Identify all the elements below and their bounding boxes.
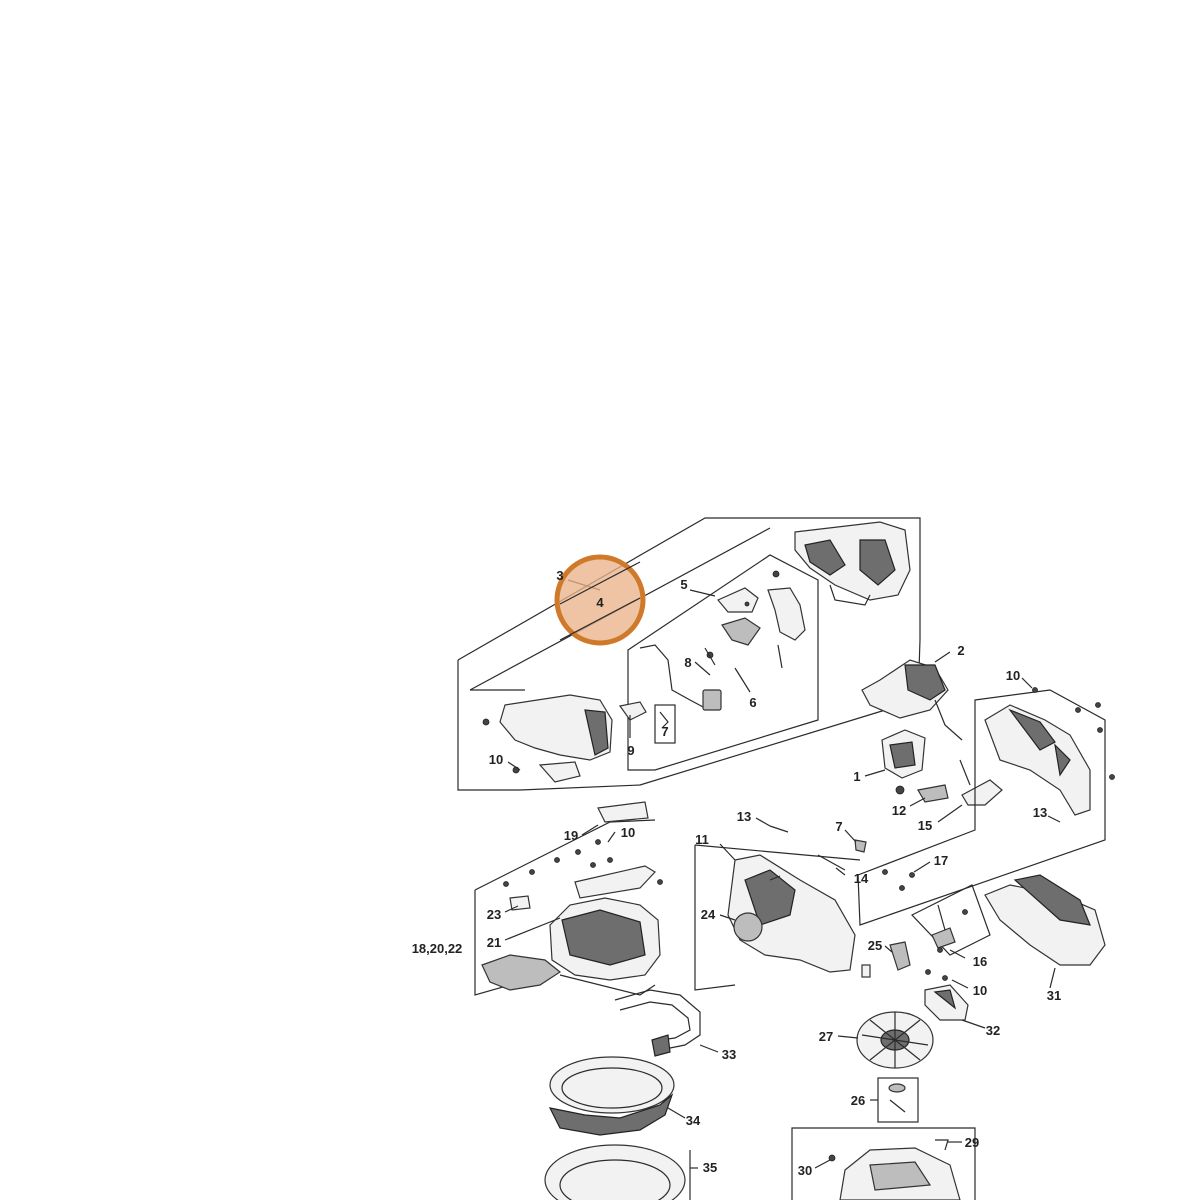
switch-with-cable[interactable] [639, 644, 783, 711]
top-cover-part[interactable] [984, 874, 1106, 966]
bracket-part[interactable] [924, 984, 969, 1021]
part-label-5[interactable]: 5 [680, 577, 687, 592]
collection-ring-part[interactable] [548, 1056, 675, 1136]
part-label-16[interactable]: 16 [973, 954, 987, 969]
part-label-18-20-22[interactable]: 18,20,22 [412, 941, 463, 956]
part-label-14[interactable]: 14 [854, 871, 869, 886]
handle-housing-part[interactable] [794, 521, 911, 606]
selected-part-highlight[interactable]: 4 [554, 554, 646, 646]
part-label-25[interactable]: 25 [868, 938, 882, 953]
brush-holder-box[interactable] [911, 884, 991, 981]
part-label-10b[interactable]: 10 [1006, 668, 1020, 683]
part-label-13a[interactable]: 13 [737, 809, 751, 824]
part-label-27[interactable]: 27 [819, 1029, 833, 1044]
part-label-3[interactable]: 3 [556, 568, 563, 583]
part-label-35[interactable]: 35 [703, 1160, 717, 1175]
right-housing-panel[interactable] [857, 687, 1115, 926]
part-label-1[interactable]: 1 [853, 769, 860, 784]
part-label-10c[interactable]: 10 [621, 825, 635, 840]
part-label-11[interactable]: 11 [695, 832, 709, 847]
part-label-19[interactable]: 19 [564, 828, 578, 843]
part-label-33[interactable]: 33 [722, 1047, 736, 1062]
part-label-10a[interactable]: 10 [489, 752, 503, 767]
fan-impeller-part[interactable] [856, 1011, 934, 1069]
part-label-2[interactable]: 2 [957, 643, 964, 658]
hose-part[interactable] [614, 989, 701, 1057]
part-label-12[interactable]: 12 [892, 803, 906, 818]
part-label-34[interactable]: 34 [686, 1113, 701, 1128]
part-label-26[interactable]: 26 [851, 1093, 865, 1108]
part-label-6[interactable]: 6 [749, 695, 756, 710]
lock-lever-part[interactable] [618, 701, 647, 721]
part-label-8[interactable]: 8 [684, 655, 691, 670]
part-label-30[interactable]: 30 [798, 1163, 812, 1178]
part-label-7a[interactable]: 7 [661, 724, 668, 739]
part-label-24[interactable]: 24 [701, 907, 716, 922]
highlight-label: 4 [596, 595, 604, 610]
trigger-parts[interactable] [717, 570, 806, 646]
part-label-13b[interactable]: 13 [1033, 805, 1047, 820]
part-label-21[interactable]: 21 [487, 935, 501, 950]
part-label-17[interactable]: 17 [934, 853, 948, 868]
spring-part-box[interactable] [654, 704, 676, 744]
part-label-15[interactable]: 15 [918, 818, 932, 833]
part-label-9[interactable]: 9 [627, 743, 634, 758]
part-label-31[interactable]: 31 [1047, 988, 1061, 1003]
lower-housing-box[interactable] [791, 1127, 976, 1200]
motor-and-cover[interactable] [861, 659, 1003, 806]
left-handle-shell[interactable] [482, 694, 613, 783]
part-label-10d[interactable]: 10 [973, 983, 987, 998]
leader-lines [504, 579, 1061, 1169]
part-label-7b[interactable]: 7 [835, 819, 842, 834]
clip-part[interactable] [861, 941, 911, 978]
nut-and-washer-box[interactable] [877, 1077, 919, 1123]
part-label-29[interactable]: 29 [965, 1135, 979, 1150]
part-number-labels: 3 5 8 6 7 9 10 2 10 1 12 15 13 13 7 11 1… [412, 568, 1062, 1178]
lower-ring-part[interactable] [544, 1144, 691, 1200]
motor-housing-part[interactable] [727, 825, 915, 973]
highlight-circle [554, 554, 646, 646]
blower-housing-half[interactable] [481, 801, 663, 991]
part-label-23[interactable]: 23 [487, 907, 501, 922]
part-label-32[interactable]: 32 [986, 1023, 1000, 1038]
